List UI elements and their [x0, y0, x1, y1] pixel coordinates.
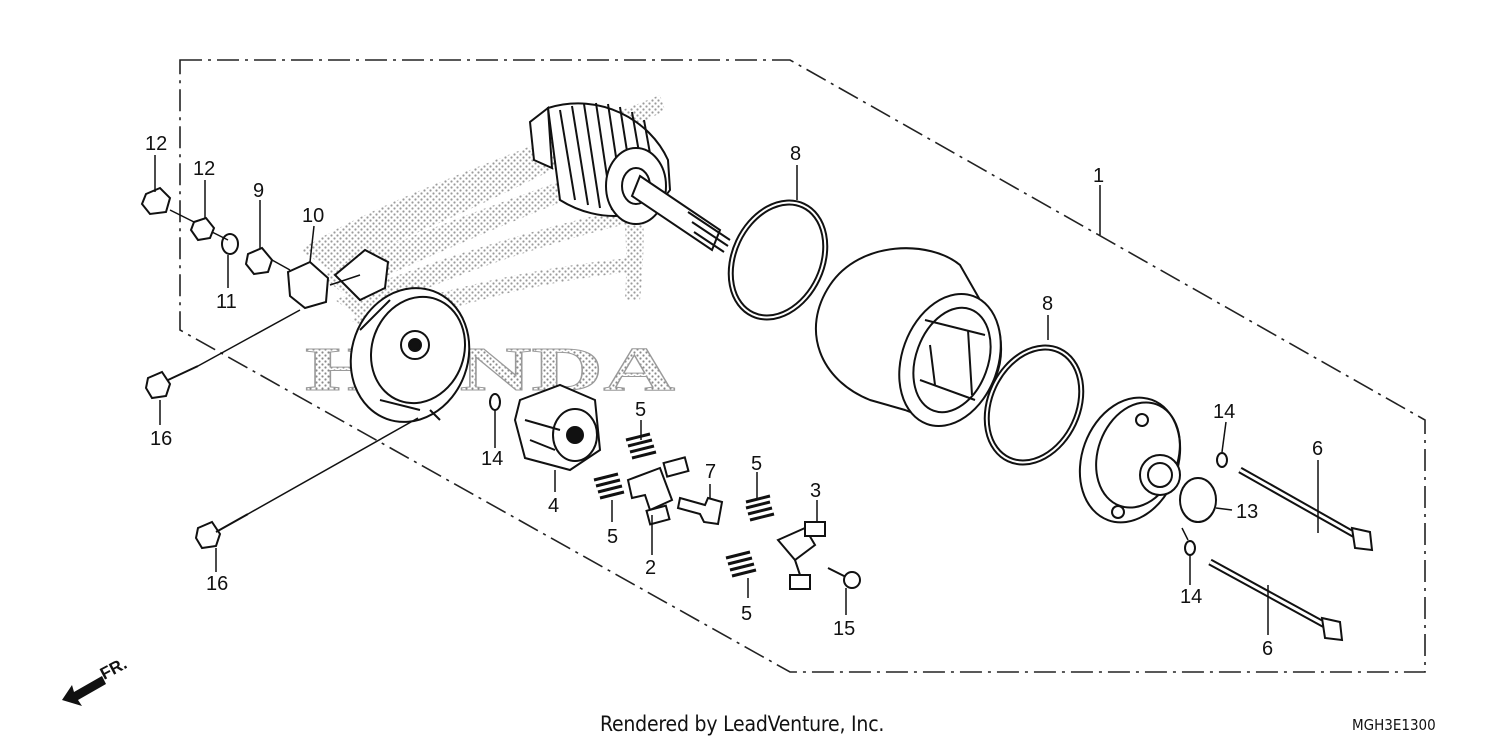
callout-3: 3 — [810, 480, 821, 502]
callout-8: 8 — [790, 143, 801, 165]
terminal-bolt — [676, 496, 724, 526]
callout-5: 5 — [741, 603, 752, 625]
callout-16: 16 — [206, 573, 228, 595]
screw — [827, 567, 861, 589]
callout-9: 9 — [253, 180, 264, 202]
front-cover — [333, 248, 471, 423]
rear-cover — [1078, 396, 1182, 524]
diagram-code: MGH3E1300 — [1352, 716, 1436, 734]
callout-1: 1 — [1093, 165, 1104, 187]
front-direction-arrow: FR. — [62, 654, 130, 706]
callout-6: 6 — [1262, 638, 1273, 660]
callout-16: 16 — [150, 428, 172, 450]
callout-15: 15 — [833, 618, 855, 640]
callout-6: 6 — [1312, 438, 1323, 460]
washer-14-lower — [1184, 540, 1196, 556]
through-bolts — [1208, 466, 1374, 642]
callout-12: 12 — [193, 158, 215, 180]
leader-lines — [154, 155, 1319, 635]
assembly-boundary — [179, 59, 1426, 673]
callout-13: 13 — [1236, 501, 1258, 523]
callout-7: 7 — [705, 461, 716, 483]
motor-yoke — [814, 247, 1003, 427]
washer-14-upper — [1216, 452, 1228, 468]
callout-5: 5 — [635, 399, 646, 421]
brush-set — [776, 521, 826, 590]
o-ring-small — [1179, 477, 1217, 523]
springs — [593, 432, 775, 578]
brush-holder — [513, 383, 602, 472]
flange-bolts — [144, 365, 249, 550]
callout-10: 10 — [302, 205, 324, 227]
callout-5: 5 — [751, 453, 762, 475]
callout-11: 11 — [216, 291, 237, 313]
callout-4: 4 — [548, 495, 559, 517]
callout-12: 12 — [145, 133, 167, 155]
callout-14: 14 — [481, 448, 503, 470]
callout-8: 8 — [1042, 293, 1053, 315]
callout-2: 2 — [645, 557, 656, 579]
rendered-by-credit: Rendered by LeadVenture, Inc. — [600, 712, 885, 736]
callout-14: 14 — [1180, 586, 1202, 608]
callout-numbers: 1 2 3 4 5 5 5 5 6 6 7 8 8 9 10 11 12 12 … — [145, 133, 1323, 660]
callout-14: 14 — [1213, 401, 1235, 423]
terminal-hardware — [140, 186, 330, 310]
brush-plate — [626, 456, 690, 526]
callout-5: 5 — [607, 526, 618, 548]
armature — [528, 102, 731, 253]
